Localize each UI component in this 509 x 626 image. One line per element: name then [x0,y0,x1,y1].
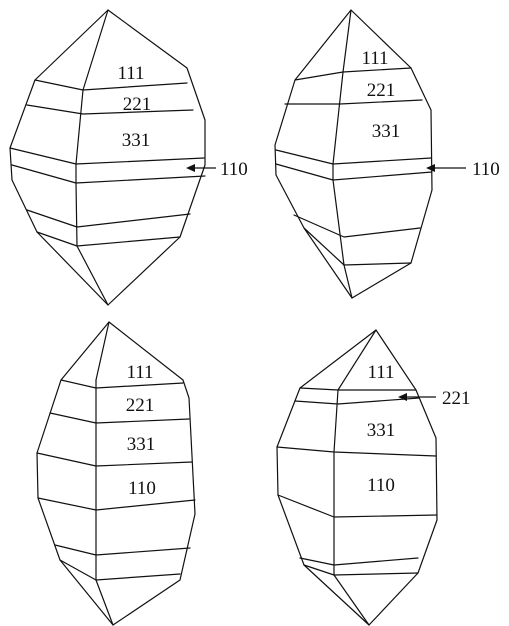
crystal-4: 111 331 110 221 [276,329,471,626]
crystal-3-face-label: 110 [128,478,156,499]
crystal-2-callout-arrow [426,164,466,172]
crystal-1-edges [9,9,206,306]
crystal-3: 111 221 331 110 [36,321,196,626]
crystal-3-face-label: 221 [126,395,155,416]
crystal-2-face-label: 331 [372,121,401,142]
crystal-4-face-label: 331 [367,420,396,441]
crystal-2: 111 221 331 110 [274,9,500,299]
crystal-4-face-label: 110 [367,475,395,496]
crystal-4-face-label: 111 [367,362,394,383]
crystal-1-face-label: 221 [123,94,152,115]
crystal-2-callout-label: 110 [472,159,500,180]
crystal-1: 111 221 331 110 [9,9,248,306]
crystal-1-callout-arrow [186,164,216,172]
crystal-2-edges [274,9,433,299]
crystal-3-face-label: 331 [127,434,156,455]
crystal-4-callout-label: 221 [442,388,471,409]
crystal-3-edges [36,321,196,626]
crystal-1-face-label: 111 [117,63,144,84]
crystal-2-face-label: 111 [361,48,388,69]
crystal-1-face-label: 331 [122,130,151,151]
crystal-2-face-label: 221 [367,80,396,101]
crystal-4-edges [276,329,438,626]
crystal-4-callout-arrow [398,393,436,401]
crystal-1-callout-label: 110 [220,159,248,180]
crystal-3-face-label: 111 [126,362,153,383]
